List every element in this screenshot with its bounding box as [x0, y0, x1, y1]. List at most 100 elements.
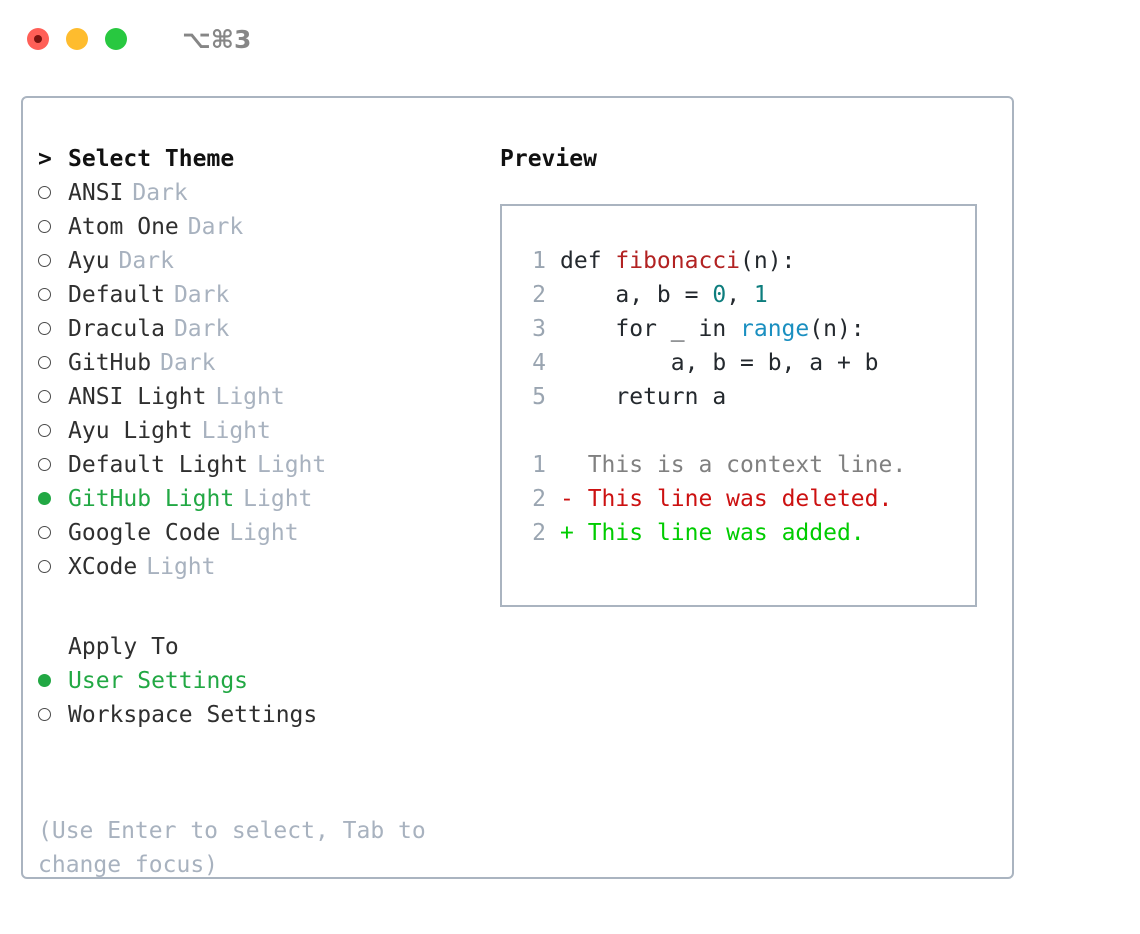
apply-radio-selected-icon: [38, 668, 68, 694]
theme-list-item[interactable]: Ayu Light Light: [38, 418, 508, 452]
theme-list-item[interactable]: GitHub Light Light: [38, 486, 508, 520]
theme-list-item[interactable]: ANSI Light Light: [38, 384, 508, 418]
theme-radio-icon: [38, 248, 68, 274]
theme-category-label: Light: [201, 418, 271, 444]
apply-to-item[interactable]: Workspace Settings: [38, 702, 508, 736]
theme-name-label: Default Light: [68, 452, 249, 478]
radio-empty-icon: [38, 560, 51, 573]
prompt-caret-icon: >: [38, 146, 52, 172]
theme-category-label: Light: [229, 520, 299, 546]
apply-to-label: Workspace Settings: [68, 702, 318, 728]
code-spacer: [520, 418, 975, 452]
theme-name-label: XCode: [68, 554, 138, 580]
title-bar: ⌥⌘3: [0, 0, 1140, 78]
theme-radio-icon: [38, 282, 68, 308]
theme-name-label: Ayu: [68, 248, 110, 274]
theme-name-label: ANSI Light: [68, 384, 207, 410]
line-number: 5: [532, 384, 546, 410]
theme-name-label: Default: [68, 282, 165, 308]
code-line-content: a, b = 0, 1: [560, 282, 768, 308]
theme-radio-icon: [38, 452, 68, 478]
theme-list-item[interactable]: Default Light Light: [38, 452, 508, 486]
radio-filled-icon: [38, 492, 51, 505]
diff-sign: [560, 452, 574, 478]
code-token-number: 1: [753, 282, 768, 308]
code-line: 4 a, b = b, a + b: [520, 350, 975, 384]
theme-category-label: Dark: [160, 350, 216, 376]
minimize-button-icon[interactable]: [66, 28, 88, 50]
theme-name-label: Atom One: [68, 214, 179, 240]
theme-radio-icon: [38, 316, 68, 342]
radio-empty-icon: [38, 526, 51, 539]
line-number: 1: [532, 452, 546, 478]
theme-category-label: Light: [243, 486, 313, 512]
theme-category-label: Light: [257, 452, 327, 478]
theme-name-label: GitHub: [68, 350, 152, 376]
theme-name-label: Ayu Light: [68, 418, 193, 444]
theme-category-label: Dark: [173, 316, 230, 342]
code-line: 5 return a: [520, 384, 975, 418]
radio-empty-icon: [38, 288, 51, 301]
apply-to-item[interactable]: User Settings: [38, 668, 508, 702]
code-line-content: for _ in range(n):: [560, 316, 864, 342]
code-token-plain: a, b = b, a + b: [560, 350, 879, 376]
code-line: 2 a, b = 0, 1: [520, 282, 975, 316]
diff-sign: +: [560, 520, 574, 546]
spacer: [38, 588, 508, 634]
code-line-content: return a: [560, 384, 726, 410]
theme-category-label: Dark: [132, 180, 188, 206]
window-controls: [27, 28, 127, 50]
code-token-number: 0: [712, 282, 727, 308]
radio-empty-icon: [38, 254, 51, 267]
maximize-button-icon[interactable]: [105, 28, 127, 50]
radio-filled-icon: [38, 674, 51, 687]
theme-radio-icon: [38, 554, 68, 580]
radio-empty-icon: [38, 390, 51, 403]
code-token-plain: (n):: [740, 248, 796, 274]
apply-radio-icon: [38, 702, 68, 728]
theme-list-item[interactable]: GitHub Dark: [38, 350, 508, 384]
code-line-content: a, b = b, a + b: [560, 350, 879, 376]
diff-text: This is a context line.: [573, 452, 907, 478]
code-token-plain: return a: [560, 384, 727, 410]
theme-category-label: Light: [215, 384, 285, 410]
close-button-icon[interactable]: [27, 28, 49, 50]
diff-line: 1 This is a context line.: [520, 452, 975, 486]
theme-radio-icon: [38, 350, 68, 376]
line-number: 2: [532, 520, 546, 546]
radio-empty-icon: [38, 708, 51, 721]
radio-empty-icon: [38, 458, 51, 471]
code-token-function: fibonacci: [615, 248, 741, 274]
diff-sample: 1 This is a context line.2- This line wa…: [520, 452, 975, 554]
theme-list-item[interactable]: Default Dark: [38, 282, 508, 316]
diff-text: This line was deleted.: [573, 486, 893, 512]
radio-empty-icon: [38, 424, 51, 437]
line-number: 2: [532, 282, 546, 308]
theme-category-label: Dark: [173, 282, 230, 308]
line-number: 2: [532, 486, 546, 512]
radio-empty-icon: [38, 356, 51, 369]
radio-empty-icon: [38, 220, 51, 233]
code-line: 3 for _ in range(n):: [520, 316, 975, 350]
diff-line: 2+ This line was added.: [520, 520, 975, 554]
code-token-plain: for _ in: [560, 316, 741, 342]
select-theme-heading: > Select Theme: [38, 146, 235, 172]
line-number: 4: [532, 350, 546, 376]
keyboard-shortcut-label: ⌥⌘3: [182, 24, 252, 54]
theme-radio-icon: [38, 180, 68, 206]
line-number: 3: [532, 316, 546, 342]
theme-name-label: GitHub Light: [68, 486, 235, 512]
theme-radio-icon: [38, 418, 68, 444]
